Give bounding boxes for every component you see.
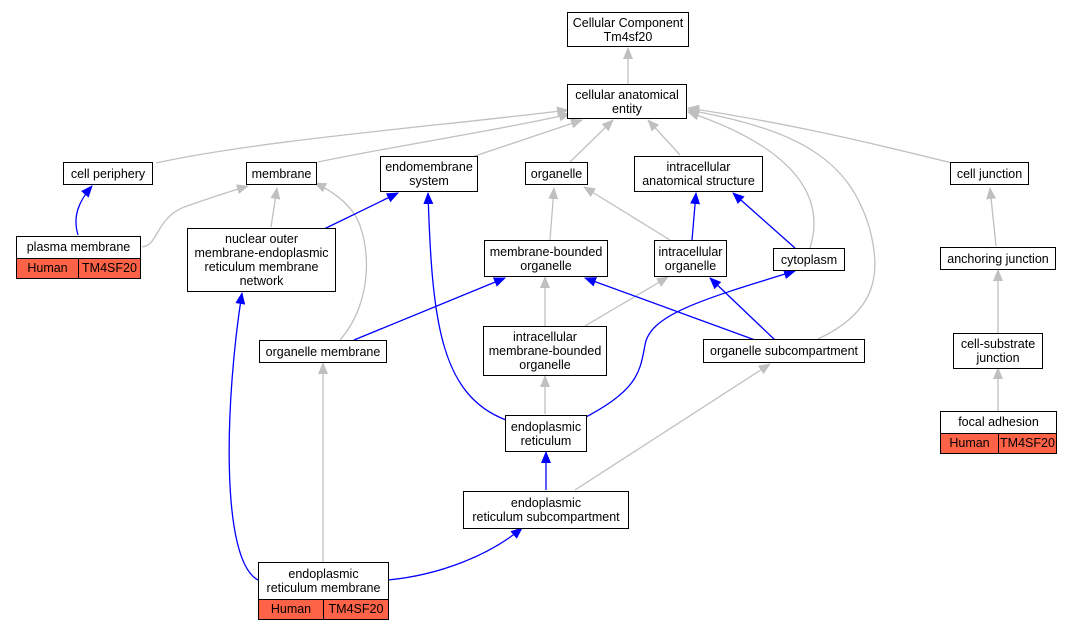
species-tag: Human xyxy=(949,436,990,450)
node-label: endomembrane system xyxy=(385,160,473,188)
node-label: membrane xyxy=(251,166,312,181)
edge-organelle-to-cae xyxy=(569,119,614,163)
node-cytoplasm[interactable]: cytoplasm xyxy=(773,248,845,271)
edge-ersub-to-orgsub xyxy=(574,363,771,491)
annotation-row: Human TM4SF20 xyxy=(941,433,1056,453)
node-endoplasmic-reticulum[interactable]: endoplasmic reticulum xyxy=(505,415,587,452)
edge-io-to-organelle xyxy=(583,186,671,241)
edge-anchoring-to-celljunction xyxy=(986,187,997,247)
node-label: intracellular membrane-bounded organelle xyxy=(488,330,602,372)
gene-tag: TM4SF20 xyxy=(78,259,140,278)
node-endomembrane-system[interactable]: endomembrane system xyxy=(380,156,478,192)
node-label: endoplasmic reticulum xyxy=(510,419,582,448)
node-label: cell-substrate junction xyxy=(960,337,1036,365)
node-label: intracellular anatomical structure xyxy=(642,160,755,188)
node-label: organelle xyxy=(530,166,583,181)
annotation-row: Human TM4SF20 xyxy=(17,258,140,278)
node-organelle-subcompartment[interactable]: organelle subcompartment xyxy=(703,339,865,363)
node-membrane-bounded-organelle[interactable]: membrane-bounded organelle xyxy=(484,240,608,277)
edge-plasmamembrane-to-cellperiphery xyxy=(75,185,93,236)
node-er-subcompartment[interactable]: endoplasmic reticulum subcompartment xyxy=(463,491,629,529)
edge-organellemembrane-to-membrane xyxy=(314,182,368,341)
edge-cytoplasm-to-ias xyxy=(732,192,796,249)
node-cell-substrate-junction[interactable]: cell-substrate junction xyxy=(953,333,1043,369)
edge-orgmembrane-to-mbo xyxy=(353,277,506,341)
node-label: organelle membrane xyxy=(265,344,381,359)
edge-celljunction-to-cae xyxy=(687,104,953,164)
node-cell-periphery[interactable]: cell periphery xyxy=(63,162,153,185)
edge-er-to-endomembrane xyxy=(423,192,507,421)
node-label: focal adhesion xyxy=(958,415,1039,429)
edge-ias-to-cae xyxy=(647,119,681,156)
edge-nuclearouter-to-membrane xyxy=(270,187,281,228)
node-cellular-component-root[interactable]: Cellular Component Tm4sf20 xyxy=(567,12,689,47)
edge-io-to-ias xyxy=(690,192,701,241)
node-label: cell junction xyxy=(956,166,1023,181)
node-plasma-membrane[interactable]: plasma membrane Human TM4SF20 xyxy=(16,236,141,279)
node-label: cytoplasm xyxy=(780,252,838,267)
node-organelle-membrane[interactable]: organelle membrane xyxy=(259,340,387,363)
node-nuclear-outer-membrane-er-membrane-network[interactable]: nuclear outer membrane-endoplasmic retic… xyxy=(187,228,336,292)
node-intracellular-anatomical-structure[interactable]: intracellular anatomical structure xyxy=(634,156,763,192)
node-label: intracellular organelle xyxy=(658,244,723,273)
edge-nuclearouter-to-endomembrane xyxy=(321,192,399,231)
edge-er-to-cytoplasm xyxy=(579,269,796,421)
node-label: organelle subcompartment xyxy=(710,344,858,358)
node-cell-junction[interactable]: cell junction xyxy=(950,162,1029,185)
edge-cellperiphery-to-cae xyxy=(155,106,569,164)
node-label: anchoring junction xyxy=(947,251,1049,266)
edge-cytoplasm-to-cae xyxy=(687,110,815,249)
edge-ermembrane-to-ersub xyxy=(387,527,523,581)
node-label: cellular anatomical entity xyxy=(575,87,679,116)
edge-membrane-to-cae xyxy=(317,111,571,163)
edge-organellesub-to-cae xyxy=(687,107,876,340)
gene-tag: TM4SF20 xyxy=(323,600,388,619)
edge-endomembrane-to-cae xyxy=(471,118,583,158)
edge-plasmamembrane-to-membrane xyxy=(141,184,249,248)
edge-imbo-to-io xyxy=(584,276,669,327)
node-cellular-anatomical-entity[interactable]: cellular anatomical entity xyxy=(567,84,687,119)
node-label: plasma membrane xyxy=(26,240,131,254)
node-intracellular-organelle[interactable]: intracellular organelle xyxy=(654,240,727,277)
species-tag: Human xyxy=(270,602,312,616)
edge-mbo-to-organelle xyxy=(548,187,559,241)
node-focal-adhesion[interactable]: focal adhesion Human TM4SF20 xyxy=(940,411,1057,454)
node-intracellular-membrane-bounded-organelle[interactable]: intracellular membrane-bounded organelle xyxy=(483,326,607,376)
node-label: endoplasmic reticulum subcompartment xyxy=(472,496,620,524)
edge-orgsub-to-io xyxy=(709,277,776,341)
node-anchoring-junction[interactable]: anchoring junction xyxy=(940,247,1056,270)
node-label: membrane-bounded organelle xyxy=(489,244,603,273)
gene-tag: TM4SF20 xyxy=(998,434,1056,453)
edge-orgsub-to-mbo xyxy=(584,277,756,341)
node-label: endoplasmic reticulum membrane xyxy=(266,567,381,595)
edge-ermembrane-to-nuclearouter xyxy=(228,292,259,581)
node-label: cell periphery xyxy=(70,166,146,181)
node-er-membrane[interactable]: endoplasmic reticulum membrane Human TM4… xyxy=(258,562,389,620)
node-organelle[interactable]: organelle xyxy=(525,162,588,185)
annotation-row: Human TM4SF20 xyxy=(259,599,388,619)
node-label: nuclear outer membrane-endoplasmic retic… xyxy=(194,232,329,288)
species-tag: Human xyxy=(27,261,68,275)
node-label: Cellular Component Tm4sf20 xyxy=(572,15,684,44)
node-membrane[interactable]: membrane xyxy=(246,162,317,185)
